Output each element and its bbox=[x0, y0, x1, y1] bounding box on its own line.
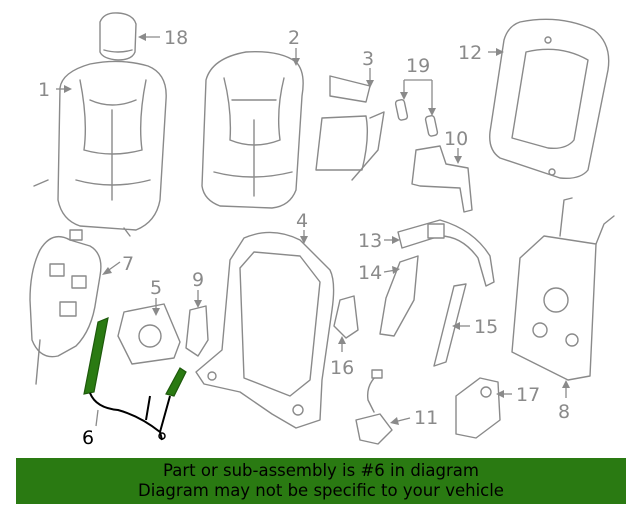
part-cable-highlighted bbox=[83, 317, 187, 441]
part-small-bracket bbox=[185, 305, 209, 357]
part-cover bbox=[333, 295, 359, 339]
part-panel bbox=[315, 75, 385, 181]
part-seatback-cushion bbox=[201, 51, 304, 209]
callout-labels: 1 2 3 4 5 6 7 8 9 10 11 12 13 14 15 16 1… bbox=[38, 27, 570, 449]
callout-3: 3 bbox=[362, 48, 374, 70]
part-upper-bracket bbox=[397, 219, 495, 287]
callout-19: 19 bbox=[406, 55, 430, 77]
callout-8: 8 bbox=[558, 401, 570, 423]
callout-17: 17 bbox=[516, 384, 540, 406]
part-headrest bbox=[99, 12, 137, 61]
part-side-bracket bbox=[379, 255, 419, 337]
part-module bbox=[117, 303, 181, 365]
callout-2: 2 bbox=[288, 27, 300, 49]
callout-13: 13 bbox=[358, 230, 382, 252]
part-block bbox=[455, 377, 501, 439]
part-clips bbox=[394, 99, 439, 137]
part-rear-panel bbox=[489, 18, 610, 180]
banner-line-2: Diagram may not be specific to your vehi… bbox=[138, 481, 504, 500]
callout-5: 5 bbox=[150, 277, 162, 299]
leader-lines bbox=[56, 33, 570, 427]
part-seatback-cover bbox=[33, 60, 167, 237]
callout-14: 14 bbox=[358, 262, 382, 284]
part-mechanism bbox=[511, 197, 615, 381]
callout-4: 4 bbox=[296, 210, 308, 232]
callout-11: 11 bbox=[414, 407, 438, 429]
part-seatback-frame bbox=[195, 231, 335, 429]
info-banner: Part or sub-assembly is #6 in diagram Di… bbox=[16, 458, 626, 504]
callout-15: 15 bbox=[474, 316, 498, 338]
callout-10: 10 bbox=[444, 128, 468, 150]
part-bracket bbox=[411, 145, 473, 213]
banner-line-1: Part or sub-assembly is #6 in diagram bbox=[163, 461, 479, 480]
callout-7: 7 bbox=[122, 253, 134, 275]
callout-1: 1 bbox=[38, 79, 50, 101]
part-long-bracket bbox=[433, 283, 467, 367]
callout-12: 12 bbox=[458, 42, 482, 64]
part-wiring-harness bbox=[29, 229, 102, 385]
callout-6: 6 bbox=[82, 427, 94, 449]
callout-16: 16 bbox=[330, 357, 354, 379]
callout-18: 18 bbox=[164, 27, 188, 49]
part-sensor bbox=[355, 369, 393, 445]
callout-9: 9 bbox=[192, 269, 204, 291]
